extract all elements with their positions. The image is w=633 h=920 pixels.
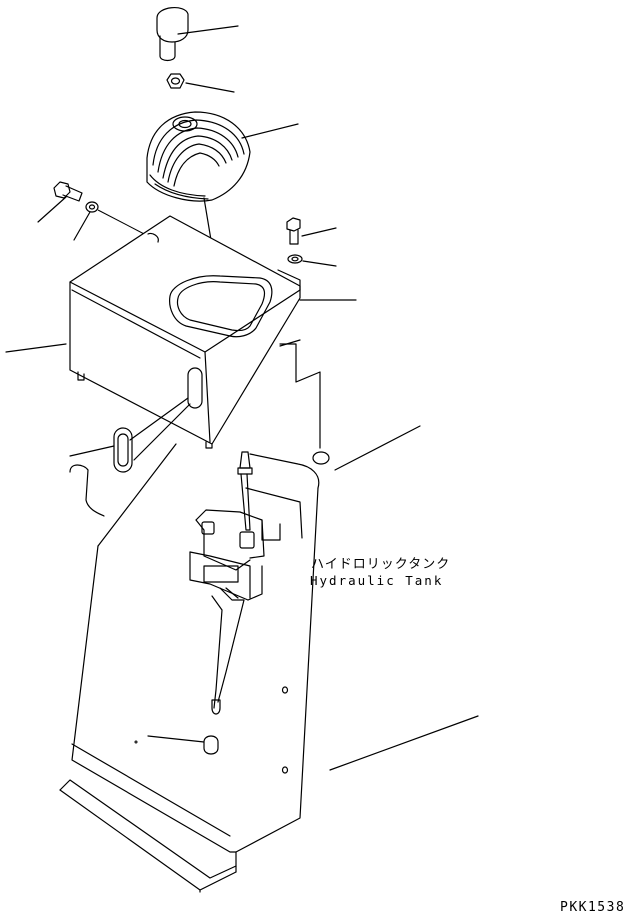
washer-left	[73, 201, 149, 241]
tank-label-english: Hydraulic Tank	[310, 573, 444, 588]
lever-mechanism	[189, 451, 303, 715]
bolt-right	[286, 217, 337, 245]
nut	[166, 73, 235, 93]
bolt-left	[37, 181, 83, 223]
hydraulic-tank	[59, 443, 320, 893]
grommet	[69, 397, 191, 473]
drawing-code: PKK1538	[560, 900, 626, 915]
callout-lines	[279, 343, 479, 771]
washer-right	[287, 254, 337, 267]
console-cover	[5, 215, 357, 449]
tank-label-japanese: ハイドロリックタンク	[311, 557, 451, 572]
lever-knob	[156, 7, 239, 62]
